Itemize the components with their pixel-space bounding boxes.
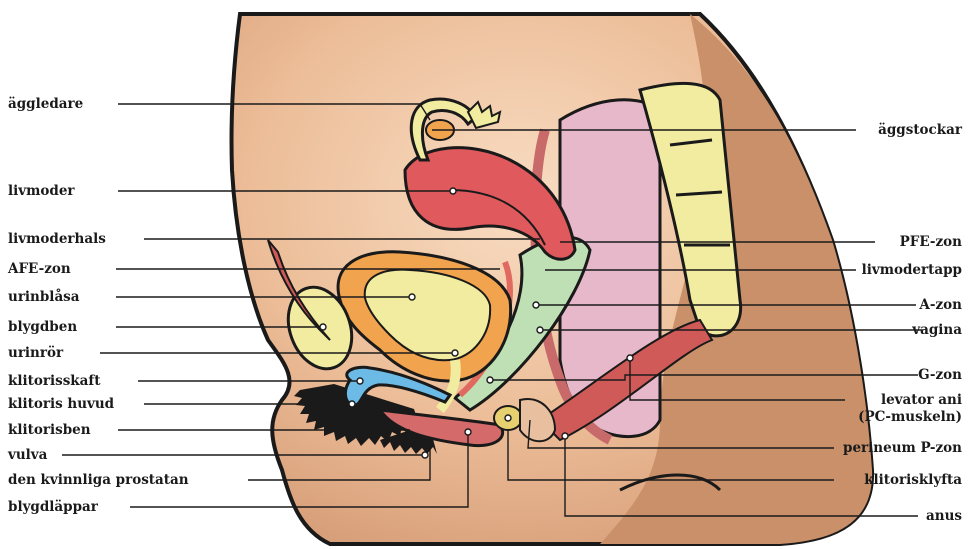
label-livmoderhals: livmoderhals xyxy=(8,231,106,247)
label-aggstockar: äggstockar xyxy=(878,122,962,138)
label-livmoder: livmoder xyxy=(8,183,75,199)
label-blygdlappar: blygdläppar xyxy=(8,499,98,515)
label-urinror: urinrör xyxy=(8,345,63,361)
label-aggledare: äggledare xyxy=(8,96,83,112)
label-klitorisskaft: klitorisskaft xyxy=(8,373,100,389)
label-klitoris-huvud: klitoris huvud xyxy=(8,396,114,412)
label-levator-ani: levator ani xyxy=(881,392,962,408)
label-vulva: vulva xyxy=(8,447,47,463)
label-g-zon: G-zon xyxy=(918,367,962,383)
label-perineum-p-zon: perineum P-zon xyxy=(843,440,962,456)
label-den-kvinnliga-prostatan: den kvinnliga prostatan xyxy=(8,472,189,488)
label-livmodertapp: livmodertapp xyxy=(862,262,962,278)
label-a-zon: A-zon xyxy=(919,297,962,313)
label-urinblasa: urinblåsa xyxy=(8,289,80,305)
label-blygdben: blygdben xyxy=(8,319,77,335)
label-afe-zon: AFE-zon xyxy=(8,261,71,277)
label-anus: anus xyxy=(926,508,962,524)
label-klitorisben: klitorisben xyxy=(8,422,91,438)
label-klitorisklyfta: klitorisklyfta xyxy=(864,472,962,488)
label-pc-muskeln: (PC-muskeln) xyxy=(858,409,962,425)
label-pfe-zon: PFE-zon xyxy=(900,234,962,250)
label-vagina: vagina xyxy=(912,322,962,338)
